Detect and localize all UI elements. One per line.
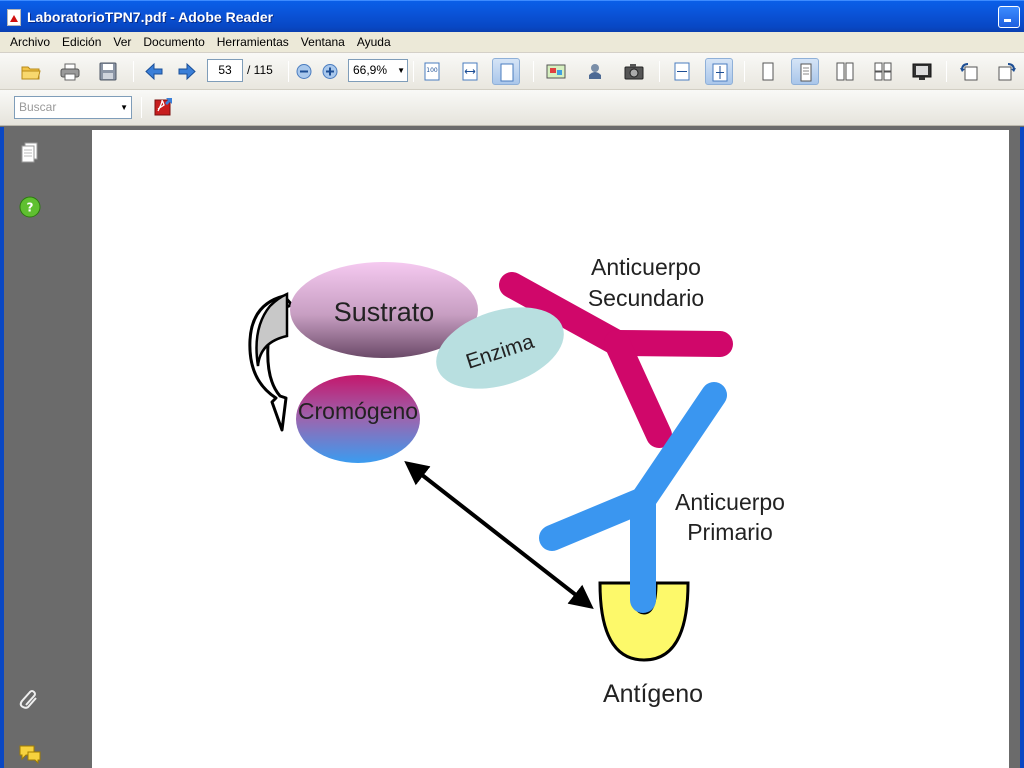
zoom-out-button[interactable] — [290, 58, 318, 85]
primary-antibody-label-line1: Anticuerpo — [675, 489, 785, 515]
save-button[interactable] — [94, 58, 122, 85]
floppy-disk-icon — [99, 62, 117, 81]
menu-edicion[interactable]: Edición — [62, 35, 102, 49]
rotate-right-icon — [998, 63, 1016, 81]
rotate-left-button[interactable] — [955, 58, 983, 85]
substrate-ellipse — [290, 262, 478, 358]
pages-icon[interactable] — [18, 141, 42, 165]
minimize-button[interactable] — [998, 6, 1020, 28]
fit-width-icon — [462, 62, 478, 81]
actual-size-button[interactable]: 100 — [418, 58, 446, 85]
fit-visible-icon — [674, 62, 690, 81]
search-input[interactable]: Buscar ▼ — [14, 96, 132, 119]
zoom-in-icon — [322, 64, 338, 79]
fit-visible-button[interactable] — [668, 58, 696, 85]
next-page-button[interactable] — [173, 58, 201, 85]
select-tool-button[interactable] — [542, 58, 570, 85]
navigation-pane: ? — [0, 127, 54, 768]
open-button[interactable] — [17, 58, 45, 85]
fit-page-button[interactable] — [492, 58, 520, 85]
fit-page-icon — [500, 63, 514, 82]
zoom-out-icon — [296, 64, 312, 79]
chevron-down-icon[interactable]: ▼ — [120, 103, 128, 112]
acrobat-pdf-icon — [154, 98, 172, 116]
stamp-button[interactable] — [581, 58, 609, 85]
actual-size-icon: 100 — [424, 62, 440, 81]
fit-width-button[interactable] — [456, 58, 484, 85]
pdf-file-icon — [7, 9, 21, 26]
secondary-antibody-label-line1: Anticuerpo — [591, 254, 701, 280]
menu-bar: Archivo Edición Ver Documento Herramient… — [0, 32, 1024, 53]
single-page-button[interactable] — [754, 58, 782, 85]
elisa-diagram: Sustrato Cromógeno Enzima — [248, 254, 785, 708]
stamp-icon — [589, 64, 601, 79]
two-page-icon — [836, 62, 854, 81]
paperclip-icon[interactable] — [18, 689, 42, 713]
zoom-value: 66,9% — [353, 63, 388, 77]
menu-ayuda[interactable]: Ayuda — [356, 35, 391, 49]
menu-documento[interactable]: Documento — [143, 35, 205, 49]
pdf-page: Sustrato Cromógeno Enzima — [92, 130, 1009, 768]
substrate-label: Sustrato — [334, 297, 435, 327]
continuous-facing-button[interactable] — [869, 58, 897, 85]
arrow-left-icon — [145, 62, 163, 81]
folder-icon — [21, 66, 41, 80]
page-total-label: / 115 — [247, 63, 273, 77]
arrow-right-icon — [178, 62, 196, 81]
zoom-select[interactable]: 66,9% ▼ — [348, 59, 408, 82]
page-number-input[interactable]: 53 — [207, 59, 243, 82]
snapshot-button[interactable] — [620, 58, 648, 85]
acrobat-button[interactable] — [150, 93, 178, 120]
search-toolbar — [0, 90, 1024, 126]
secondary-antibody-label-line2: Secundario — [588, 285, 704, 311]
menu-herramientas[interactable]: Herramientas — [216, 35, 289, 49]
print-button[interactable] — [56, 58, 84, 85]
chromogen-ellipse — [296, 375, 420, 463]
continuous-page-icon — [800, 63, 812, 82]
primary-antibody-label-line2: Primario — [687, 519, 773, 545]
printer-icon — [60, 63, 80, 81]
zoom-in-button[interactable] — [316, 58, 344, 85]
svg-text:?: ? — [27, 201, 34, 215]
search-placeholder: Buscar — [19, 100, 57, 114]
window-title: LaboratorioTPN7.pdf - Adobe Reader — [27, 9, 274, 25]
antigen-label: Antígeno — [603, 680, 703, 708]
menu-ver[interactable]: Ver — [113, 35, 132, 49]
conversion-arrow — [248, 292, 294, 432]
grid-pages-icon — [874, 62, 892, 81]
camera-icon — [624, 64, 644, 80]
main-toolbar: 100 — [0, 53, 1024, 90]
single-page-icon — [762, 62, 774, 81]
read-mode-button[interactable] — [908, 58, 936, 85]
rotate-left-icon — [960, 63, 978, 81]
enzyme-ellipse — [436, 307, 564, 389]
menu-ventana[interactable]: Ventana — [300, 35, 345, 49]
chromogen-label: Cromógeno — [298, 398, 418, 424]
help-icon[interactable]: ? — [18, 195, 42, 219]
chevron-down-icon[interactable]: ▼ — [397, 66, 405, 75]
monitor-icon — [912, 63, 932, 80]
menu-archivo[interactable]: Archivo — [10, 35, 51, 49]
image-select-icon — [546, 64, 566, 79]
svg-text:100: 100 — [426, 67, 438, 74]
comments-icon[interactable] — [18, 742, 42, 766]
secondary-antibody — [499, 272, 733, 448]
previous-page-button[interactable] — [140, 58, 168, 85]
expand-icon — [712, 63, 728, 82]
title-bar[interactable]: LaboratorioTPN7.pdf - Adobe Reader — [0, 0, 1024, 32]
rotate-right-button[interactable] — [993, 58, 1021, 85]
full-screen-button[interactable] — [705, 58, 733, 85]
continuous-button[interactable] — [791, 58, 819, 85]
window-frame-right — [1020, 127, 1024, 768]
double-arrow — [404, 461, 594, 609]
facing-button[interactable] — [831, 58, 859, 85]
